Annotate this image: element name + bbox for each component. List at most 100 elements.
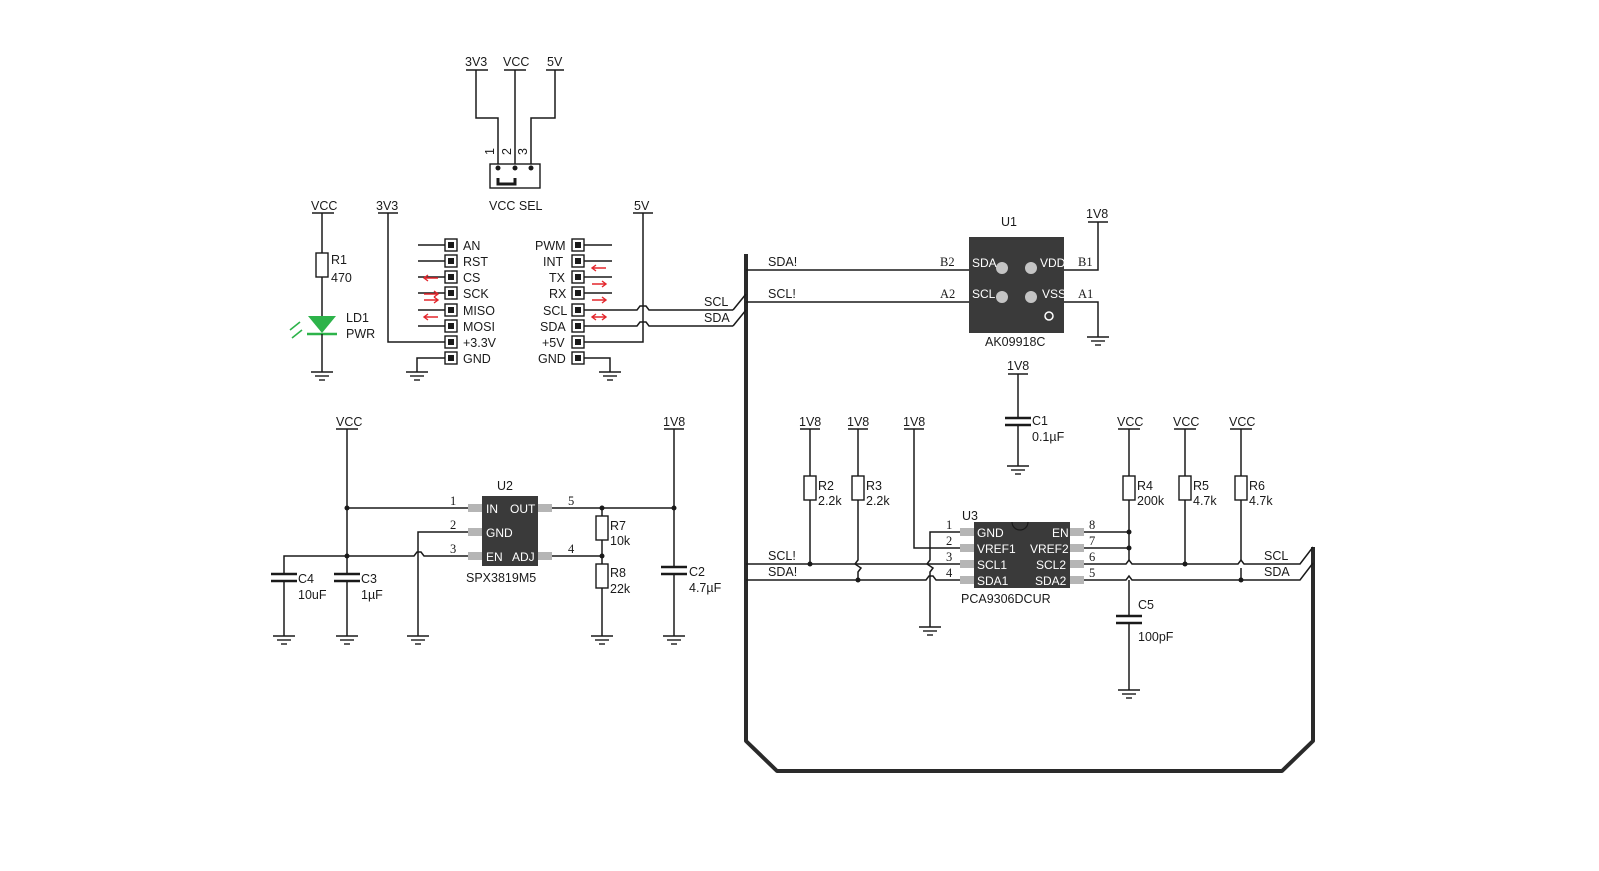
u2-ref: U2 xyxy=(497,479,513,493)
resistor-r5 xyxy=(1178,475,1192,501)
net-label-sda-b: SDA! xyxy=(768,565,797,579)
u3-pinnum-8: 8 xyxy=(1089,518,1095,532)
pin-label-an: AN xyxy=(463,239,480,253)
u3-pinnum-4: 4 xyxy=(946,566,953,580)
jumper-pin-2: 2 xyxy=(500,148,514,155)
vcc-sel-label: VCC SEL xyxy=(489,199,543,213)
u1-ref: U1 xyxy=(1001,215,1017,229)
r2-ref: R2 xyxy=(818,479,834,493)
net-label-sda: SDA xyxy=(704,311,730,325)
resistor-r8 xyxy=(595,563,609,589)
net-label-scl: SCL xyxy=(1264,549,1288,563)
r7-ref: R7 xyxy=(610,519,626,533)
ground-icon xyxy=(598,371,622,381)
i2c-bus-outline xyxy=(732,254,1315,773)
u2-body xyxy=(482,496,538,566)
u1-pin-vdd: VDD xyxy=(1040,256,1066,270)
u2-pinnum-3: 3 xyxy=(450,542,456,556)
ground-icon xyxy=(662,635,686,645)
r3-value: 2.2k xyxy=(866,494,890,508)
u1-ball-a1: A1 xyxy=(1078,287,1093,301)
rail-label-vcc: VCC xyxy=(1117,415,1143,429)
u3-pinnum-2: 2 xyxy=(946,534,952,548)
net-label-sda-b: SDA! xyxy=(768,255,797,269)
r8-ref: R8 xyxy=(610,566,626,580)
u1-magnetometer: U1 SDA SCL VDD VSS AK09918C SDA! SCL! B2… xyxy=(746,207,1110,349)
r6-value: 4.7k xyxy=(1249,494,1273,508)
pin-label-int: INT xyxy=(543,255,564,269)
rail-label-1v8: 1V8 xyxy=(1086,207,1108,221)
u3-body xyxy=(974,522,1070,588)
rail-label-vcc: VCC xyxy=(1229,415,1255,429)
net-label-scl-b: SCL! xyxy=(768,287,796,301)
rail-label-vcc: VCC xyxy=(311,199,337,213)
resistor-r7 xyxy=(595,515,609,541)
jumper-pin-1: 1 xyxy=(483,148,497,155)
u1-pin-sda: SDA xyxy=(972,256,997,270)
pin-label-sda: SDA xyxy=(540,320,566,334)
u3-part-number: PCA9306DCUR xyxy=(961,592,1051,606)
u2-pinnum-4: 4 xyxy=(568,542,575,556)
c5-value: 100pF xyxy=(1138,630,1174,644)
rail-label-vcc: VCC xyxy=(336,415,362,429)
c4-value: 10uF xyxy=(298,588,327,602)
u1-body xyxy=(969,237,1064,333)
pin-label-gnd: GND xyxy=(538,352,566,366)
u1-pin-scl: SCL xyxy=(972,287,996,301)
ground-icon xyxy=(406,635,430,645)
r1-ref: R1 xyxy=(331,253,347,267)
u3-pin-en: EN xyxy=(1052,526,1069,540)
u3-level-translator: 1V8 R2 2.2k 1V8 R3 2.2k 1V8 SCL! SDA! U3 xyxy=(746,415,1314,699)
resistor-r2 xyxy=(803,475,817,501)
ground-icon xyxy=(405,371,429,381)
u2-pinnum-5: 5 xyxy=(568,494,574,508)
u3-pin-sda2: SDA2 xyxy=(1035,574,1067,588)
rail-label-1v8: 1V8 xyxy=(847,415,869,429)
pin-label-miso: MISO xyxy=(463,304,495,318)
u2-pin-gnd: GND xyxy=(486,526,513,540)
ground-icon xyxy=(335,635,359,645)
u3-ref: U3 xyxy=(962,509,978,523)
pin-label-5v: +5V xyxy=(542,336,565,350)
ground-icon xyxy=(272,635,296,645)
pin-label-tx: TX xyxy=(549,271,566,285)
c1-ref: C1 xyxy=(1032,414,1048,428)
c2-ref: C2 xyxy=(689,565,705,579)
u3-pin-scl1: SCL1 xyxy=(977,558,1007,572)
r4-value: 200k xyxy=(1137,494,1165,508)
pin-label-mosi: MOSI xyxy=(463,320,495,334)
net-label-sda: SDA xyxy=(1264,565,1290,579)
u2-pin-in: IN xyxy=(486,502,498,516)
u3-pin-gnd: GND xyxy=(977,526,1004,540)
net-label-scl: SCL xyxy=(704,295,728,309)
u3-pin-vref1: VREF1 xyxy=(977,542,1016,556)
pin-label-cs: CS xyxy=(463,271,480,285)
u3-pinnum-5: 5 xyxy=(1089,566,1095,580)
rail-label-1v8: 1V8 xyxy=(799,415,821,429)
u2-pinnum-2: 2 xyxy=(450,518,456,532)
u3-pinnum-6: 6 xyxy=(1089,550,1095,564)
u3-pin-vref2: VREF2 xyxy=(1030,542,1069,556)
c4-ref: C4 xyxy=(298,572,314,586)
ground-icon xyxy=(590,635,614,645)
c5-ref: C5 xyxy=(1138,598,1154,612)
r8-value: 22k xyxy=(610,582,631,596)
rail-label-1v8: 1V8 xyxy=(903,415,925,429)
led-ref: LD1 xyxy=(346,311,369,325)
rail-label-1v8: 1V8 xyxy=(1007,359,1029,373)
r5-ref: R5 xyxy=(1193,479,1209,493)
mikrobus-header-left: 3V3 AN RST CS SCK MISO MOS xyxy=(376,199,497,381)
u3-pinnum-3: 3 xyxy=(946,550,952,564)
ground-icon xyxy=(310,371,334,381)
r5-value: 4.7k xyxy=(1193,494,1217,508)
c1-value: 0.1µF xyxy=(1032,430,1065,444)
rail-label-1v8: 1V8 xyxy=(663,415,685,429)
resistor-r3 xyxy=(851,475,865,501)
pin-label-gnd: GND xyxy=(463,352,491,366)
pin-label-3v3: +3.3V xyxy=(463,336,497,350)
rail-label-5v: 5V xyxy=(547,55,563,69)
u2-pinnum-1: 1 xyxy=(450,494,456,508)
u2-pin-en: EN xyxy=(486,550,503,564)
c3-ref: C3 xyxy=(361,572,377,586)
